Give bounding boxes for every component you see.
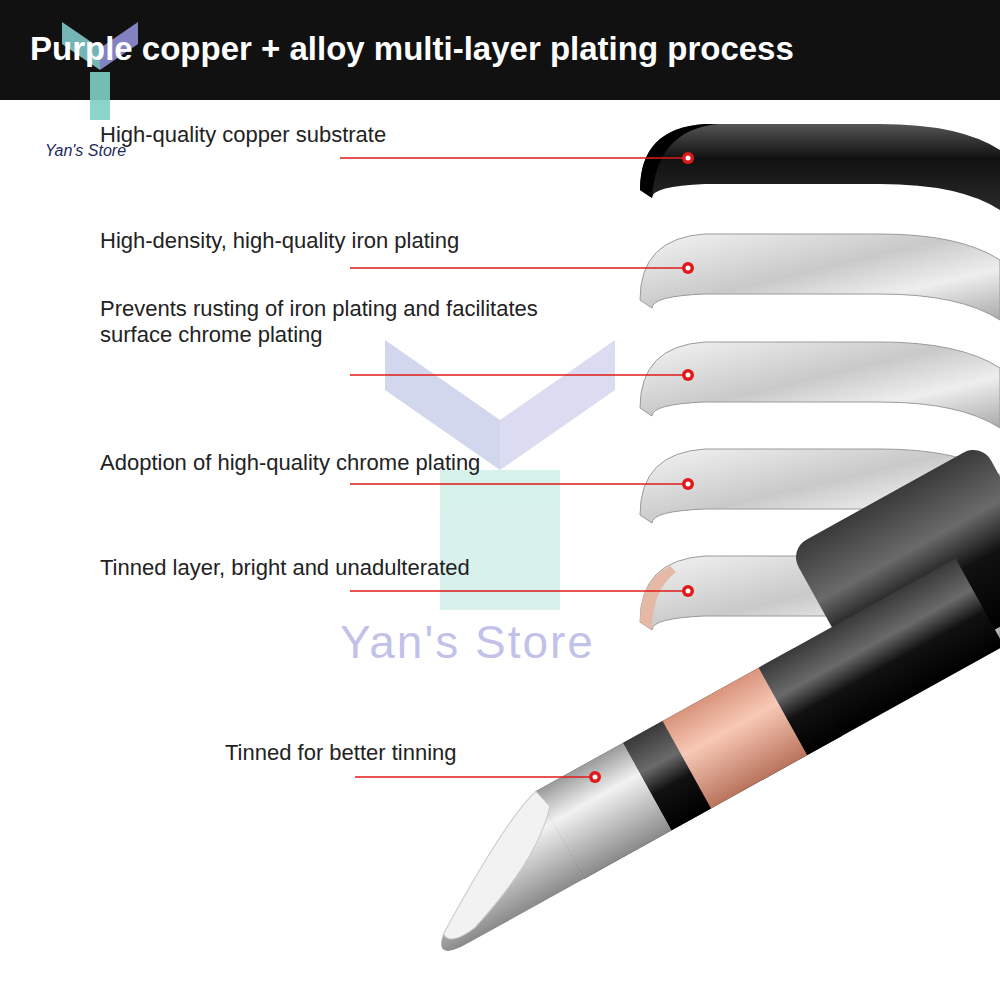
store-logo-text: Yan's Store xyxy=(45,142,126,160)
watermark-text: Yan's Store xyxy=(340,615,595,669)
header-title: Purple copper + alloy multi-layer platin… xyxy=(30,29,794,69)
callout-label: Tinned layer, bright and unadulterated xyxy=(100,555,660,581)
leader-dots xyxy=(589,152,694,783)
header-bar xyxy=(0,0,1000,100)
callout-label: Prevents rusting of iron plating and fac… xyxy=(100,296,550,348)
soldering-tip xyxy=(398,443,1000,956)
callout-label: High-quality copper substrate xyxy=(100,122,660,148)
callout-label: High-density, high-quality iron plating xyxy=(100,228,660,254)
callout-label: Tinned for better tinning xyxy=(225,740,605,766)
callout-label: Adoption of high-quality chrome plating xyxy=(100,450,660,476)
